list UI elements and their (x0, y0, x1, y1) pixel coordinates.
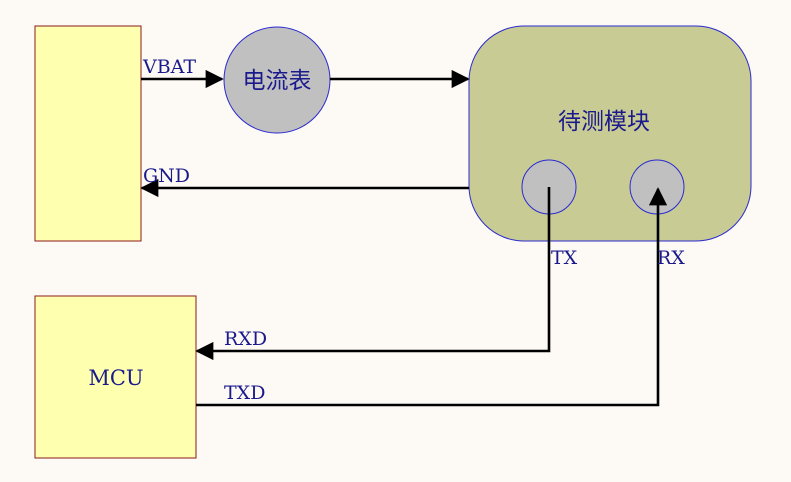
mcu-label: MCU (88, 366, 143, 390)
ammeter-label: 电流表 (243, 68, 312, 94)
gnd-label: GND (143, 165, 190, 187)
tx-to-rxd-wire (195, 187, 551, 361)
module-label: 待测模块 (558, 109, 650, 135)
mcu-box (34, 295, 197, 459)
rx-label: RX (657, 247, 685, 269)
tx-label: TX (551, 247, 578, 269)
txd-label: TXD (224, 382, 265, 404)
txd-to-rx-wire (196, 187, 668, 407)
power-supply-box (34, 25, 142, 242)
rxd-label: RXD (224, 328, 267, 350)
vbat-label: VBAT (142, 56, 196, 78)
